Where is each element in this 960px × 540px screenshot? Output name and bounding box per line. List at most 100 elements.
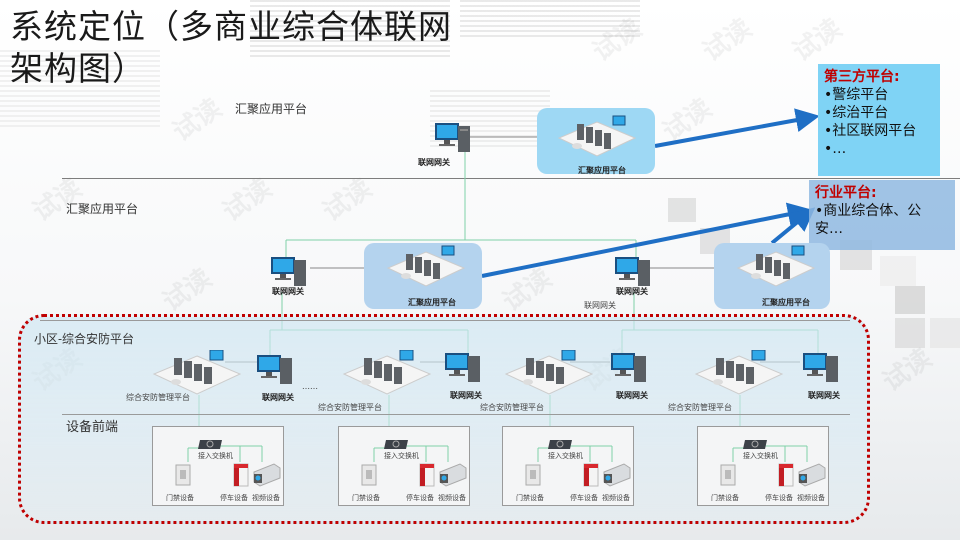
access-switch[interactable] — [546, 437, 574, 456]
camera-icon — [798, 463, 826, 487]
community-gateway-4[interactable] — [802, 350, 842, 388]
server-cluster-icon — [694, 349, 784, 395]
middle-gateway-2[interactable] — [614, 254, 654, 288]
door-access-icon — [525, 464, 541, 486]
middle-platform-1-server-cluster — [386, 244, 466, 292]
video-device-label: 视频设备 — [797, 494, 825, 502]
parking-barrier-icon — [419, 463, 435, 487]
switch-label: 接入交换机 — [198, 452, 233, 460]
door-access-icon — [361, 464, 377, 486]
door-access-icon — [720, 464, 736, 486]
parking-device-label: 停车设备 — [220, 494, 248, 502]
third-party-item: •警综平台 — [824, 87, 889, 103]
access-switch[interactable] — [382, 437, 410, 456]
third-party-item: •… — [824, 141, 847, 157]
middle-platform-2-label: 汇聚应用平台 — [762, 297, 810, 307]
video-device[interactable] — [600, 462, 632, 492]
device-group-4 — [697, 426, 829, 506]
camera-icon — [603, 463, 631, 487]
video-device[interactable] — [250, 462, 282, 492]
community-platform-3[interactable] — [504, 349, 594, 400]
community-gateway-1[interactable] — [256, 352, 296, 390]
parking-device-label: 停车设备 — [406, 494, 434, 502]
parking-barrier-icon — [233, 463, 249, 487]
computer-gateway-icon — [611, 353, 646, 382]
access-control-device[interactable] — [175, 464, 191, 490]
computer-gateway-icon — [615, 257, 650, 286]
computer-gateway-icon — [803, 353, 838, 382]
switch-icon — [384, 440, 408, 449]
server-cluster-icon — [342, 349, 432, 395]
device-group-2 — [338, 426, 470, 506]
community-top-divider — [40, 320, 850, 321]
community-platform-2[interactable] — [342, 349, 432, 400]
layer-divider-top — [62, 178, 960, 179]
parking-device[interactable] — [777, 462, 795, 492]
parking-device-label: 停车设备 — [765, 494, 793, 502]
community-platform-1-label: 综合安防管理平台 — [126, 393, 190, 402]
page-title: 系统定位（多商业综合体联网架构图） — [10, 7, 452, 88]
video-device[interactable] — [795, 462, 827, 492]
access-switch[interactable] — [196, 437, 224, 456]
computer-gateway-icon — [435, 123, 470, 152]
switch-label: 接入交换机 — [548, 452, 583, 460]
top-gateway-label: 联网网关 — [418, 157, 450, 167]
access-device-label: 门禁设备 — [711, 494, 739, 502]
community-gateway-2[interactable] — [444, 350, 484, 388]
middle-gateway-2-label: 联网网关 — [616, 286, 648, 296]
middle-gateway-1[interactable] — [270, 254, 310, 288]
middle-extra-gateway-label: 联网网关 — [584, 301, 616, 310]
community-gateway-3[interactable] — [610, 350, 650, 388]
industry-item: •商业综合体、公 — [815, 203, 922, 219]
computer-gateway-icon — [257, 355, 292, 384]
server-cluster-icon — [504, 349, 594, 395]
server-cluster-icon — [386, 245, 466, 287]
access-switch[interactable] — [741, 437, 769, 456]
third-party-heading: 第三方平台: — [824, 69, 900, 85]
layer-label-middle: 汇聚应用平台 — [66, 202, 139, 216]
access-control-device[interactable] — [525, 464, 541, 490]
arrow-to-third-party — [654, 108, 820, 148]
server-cluster-icon — [557, 115, 637, 157]
arrow-to-industry-short — [770, 207, 816, 245]
layer-label-top: 汇聚应用平台 — [235, 102, 308, 116]
server-cluster-icon — [152, 349, 242, 395]
access-device-label: 门禁设备 — [166, 494, 194, 502]
camera-icon — [439, 463, 467, 487]
layer-label-community: 小区-综合安防平台 — [34, 332, 135, 346]
switch-icon — [198, 440, 222, 449]
layer-label-front-end: 设备前端 — [66, 420, 119, 435]
community-platform-4-label: 综合安防管理平台 — [668, 403, 732, 412]
parking-barrier-icon — [778, 463, 794, 487]
community-gateway-1-label: 联网网关 — [262, 392, 294, 402]
industry-platform-box: 行业平台: •商业综合体、公 安… — [809, 180, 955, 250]
parking-barrier-icon — [583, 463, 599, 487]
access-control-device[interactable] — [361, 464, 377, 490]
door-access-icon — [175, 464, 191, 486]
access-device-label: 门禁设备 — [352, 494, 380, 502]
video-device-label: 视频设备 — [602, 494, 630, 502]
switch-icon — [743, 440, 767, 449]
parking-device-label: 停车设备 — [570, 494, 598, 502]
parking-device[interactable] — [232, 462, 250, 492]
video-device-label: 视频设备 — [438, 494, 466, 502]
computer-gateway-icon — [271, 257, 306, 286]
switch-label: 接入交换机 — [384, 452, 419, 460]
community-platform-2-label: 综合安防管理平台 — [318, 403, 382, 412]
community-gateway-2-label: 联网网关 — [450, 390, 482, 400]
access-control-device[interactable] — [720, 464, 736, 490]
parking-device[interactable] — [418, 462, 436, 492]
middle-gateway-1-label: 联网网关 — [272, 286, 304, 296]
top-gateway[interactable] — [434, 120, 474, 154]
third-party-item: •社区联网平台 — [824, 123, 917, 139]
community-platform-3-label: 综合安防管理平台 — [480, 403, 544, 412]
computer-gateway-icon — [445, 353, 480, 382]
top-platform-server-cluster — [557, 114, 637, 162]
top-platform-label: 汇聚应用平台 — [578, 165, 626, 175]
front-end-divider — [62, 414, 850, 415]
parking-device[interactable] — [582, 462, 600, 492]
video-device[interactable] — [436, 462, 468, 492]
community-platform-1[interactable] — [152, 349, 242, 400]
access-device-label: 门禁设备 — [516, 494, 544, 502]
community-platform-4[interactable] — [694, 349, 784, 400]
